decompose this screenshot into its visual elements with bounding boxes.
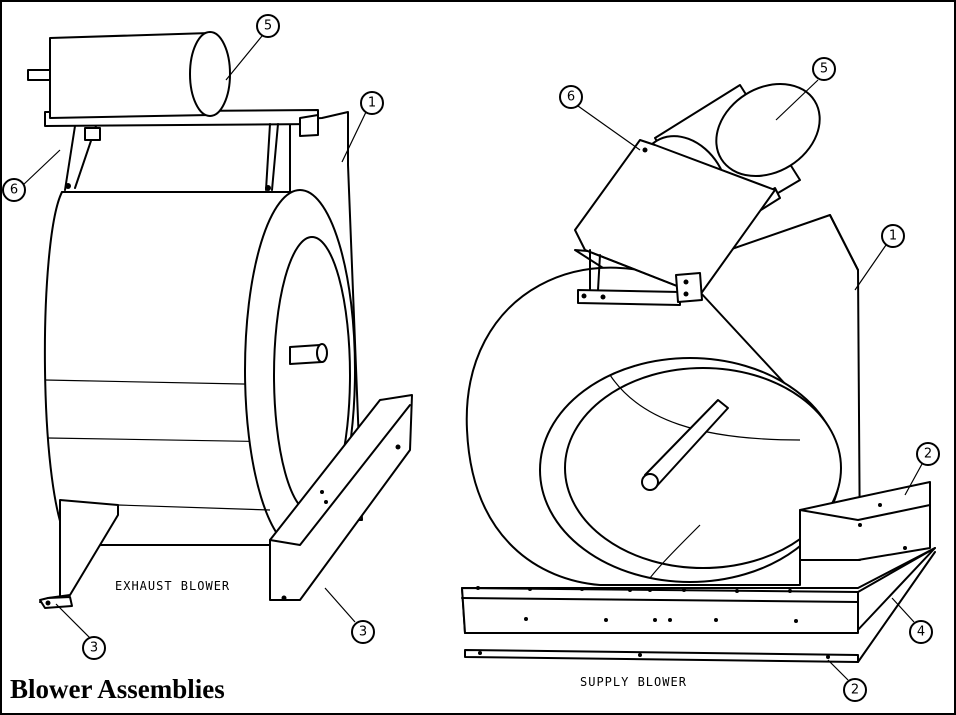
callout-motor-exhaust: 5 (264, 19, 272, 34)
callout-leg-exhaust-right: 3 (359, 625, 367, 640)
callout-base-plate-supply: 4 (917, 625, 925, 640)
callout-leg-exhaust-left: 3 (90, 641, 98, 656)
label-supply-blower: SUPPLY BLOWER (580, 675, 687, 689)
callout-bracket-exhaust: 6 (10, 183, 18, 198)
page-title: Blower Assemblies (10, 674, 225, 704)
label-exhaust-blower: EXHAUST BLOWER (115, 579, 230, 593)
callout-bracket-supply: 6 (567, 90, 575, 105)
callout-motor-supply: 5 (820, 62, 828, 77)
supply-callouts: 5 6 1 2 4 2 (559, 57, 940, 702)
callout-housing-exhaust: 1 (368, 96, 376, 111)
supply-blower (461, 82, 936, 663)
exhaust-callouts: 5 1 6 3 3 (2, 14, 384, 660)
callout-rail-supply-bottom: 2 (851, 683, 859, 698)
callout-housing-supply: 1 (889, 229, 897, 244)
callout-rail-supply-top: 2 (924, 447, 932, 462)
exhaust-blower (27, 31, 413, 609)
